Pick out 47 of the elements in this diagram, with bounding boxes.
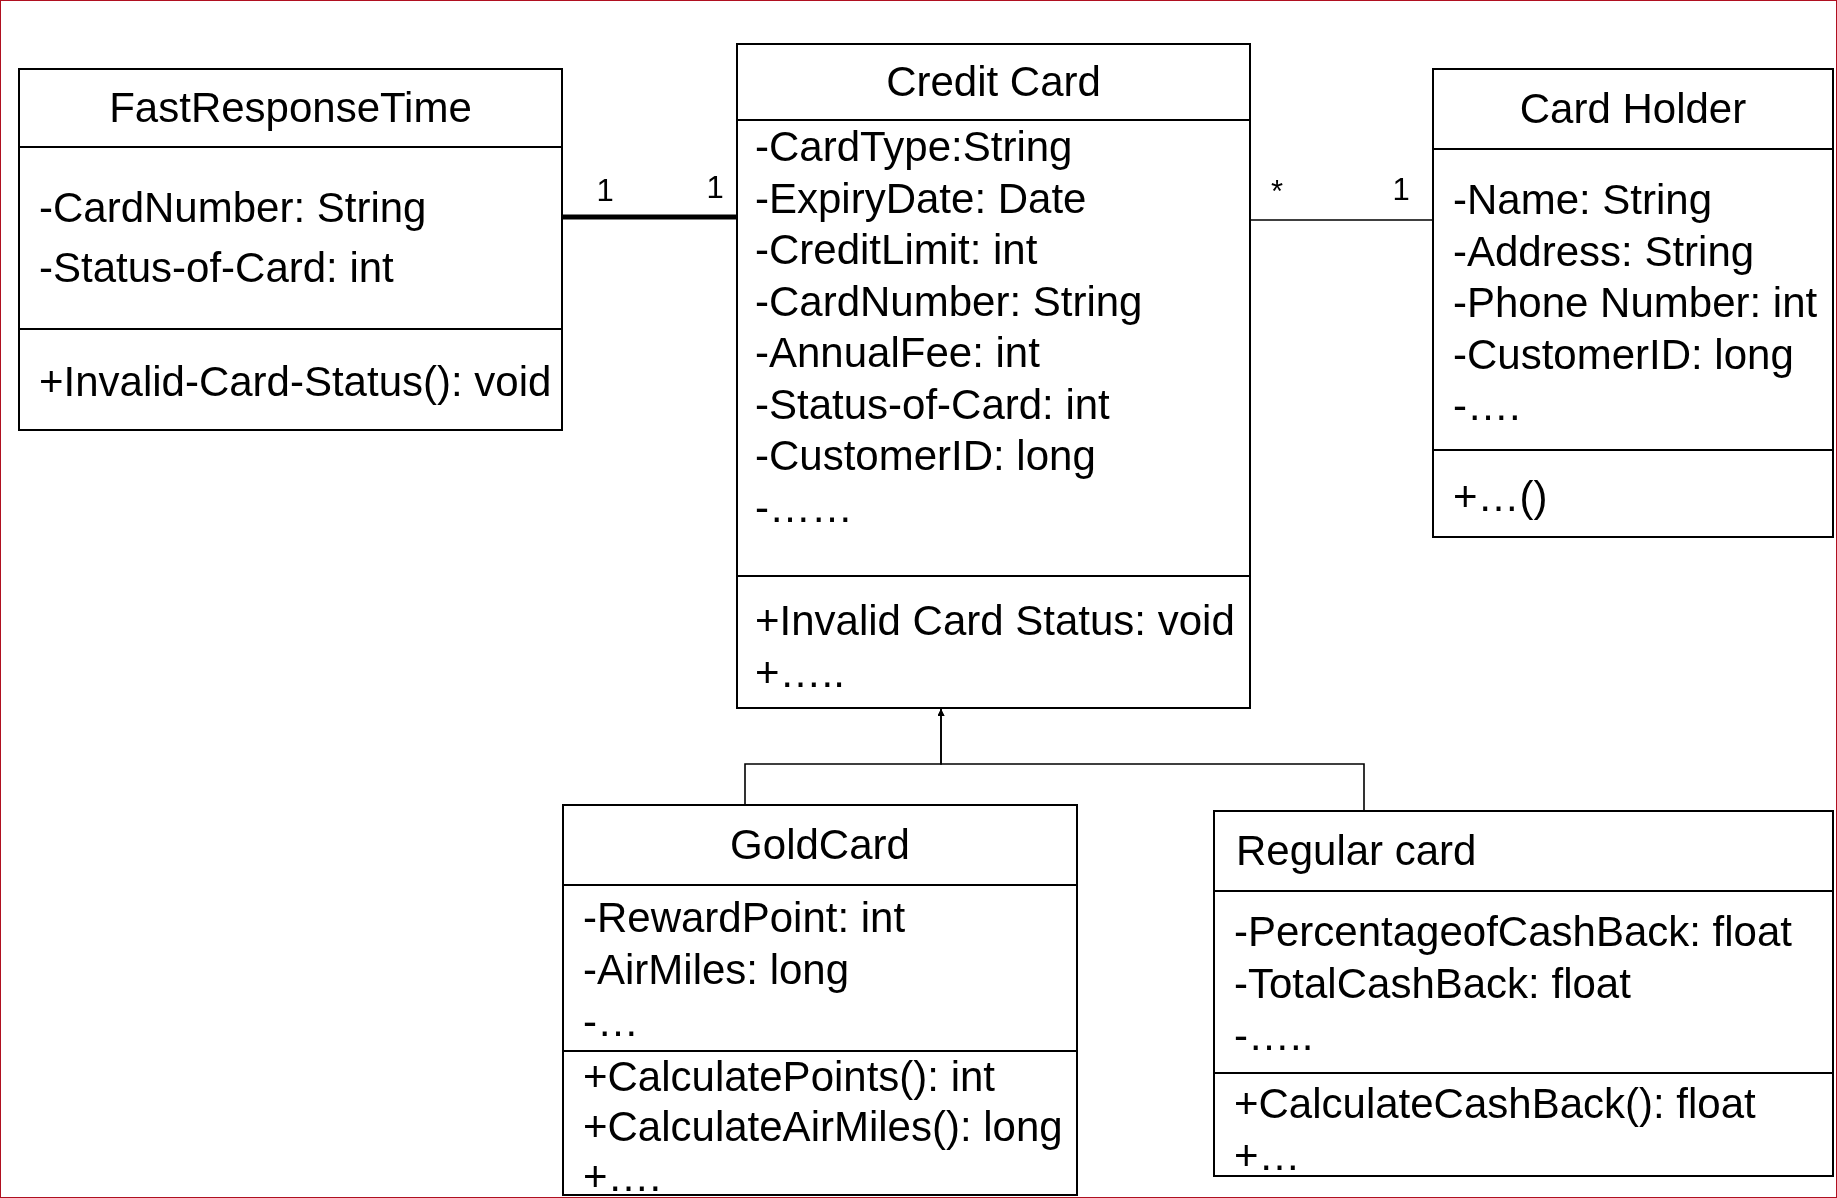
class-box [736,43,1251,709]
association-line [1250,219,1433,221]
class-member: -….. [1234,1011,1314,1061]
class-box [1213,810,1834,1177]
class-box [18,68,563,431]
class-member: +Invalid Card Status: void [755,596,1235,646]
class-member: +Invalid-Card-Status(): void [39,357,552,407]
class-member: -CardNumber: String [39,183,427,233]
class-name: Card Holder [1519,85,1747,133]
association-line [563,214,736,220]
class-box [562,804,1078,1196]
class-member: -AnnualFee: int [755,328,1040,378]
class-member: -RewardPoint: int [583,893,906,943]
class-member: +…() [1453,472,1548,522]
class-member: +CalculatePoints(): int [583,1052,996,1102]
class-member: -…… [755,482,853,533]
class-member: -PercentageofCashBack: float [1234,907,1792,957]
class-member: +…. [583,1152,662,1198]
multiplicity-label: 1 [596,173,614,209]
class-member: -… [583,997,639,1047]
class-member: -Phone Number: int [1453,278,1818,328]
class-member: -ExpiryDate: Date [755,173,1087,224]
inheritance-arrow [937,708,1365,811]
class-name: FastResponseTime [109,84,472,132]
class-member: -AirMiles: long [583,945,850,995]
class-member: -…. [1453,381,1521,431]
class-box [1432,68,1834,538]
class-member: -Address: String [1453,226,1755,277]
class-member: -Name: String [1453,175,1713,225]
class-member: -CustomerID: long [755,431,1096,481]
class-member: -CustomerID: long [1453,329,1794,380]
class-member: -TotalCashBack: float [1234,959,1631,1009]
class-member: -Status-of-Card: int [39,243,394,293]
multiplicity-label: * [1270,174,1284,210]
class-name: GoldCard [730,821,910,869]
class-member: -CardType:String [755,122,1073,172]
class-member: +CalculateAirMiles(): long [583,1102,1063,1152]
class-name: Regular card [1236,827,1477,875]
class-member: -CreditLimit: int [755,225,1038,275]
class-member: +….. [755,648,845,698]
class-member: -CardNumber: String [755,276,1143,327]
class-member: +… [1234,1131,1301,1181]
multiplicity-label: 1 [1392,172,1410,208]
class-name: Credit Card [886,58,1101,106]
class-member: -Status-of-Card: int [755,379,1110,430]
multiplicity-label: 1 [706,170,724,206]
class-member: +CalculateCashBack(): float [1234,1079,1756,1129]
